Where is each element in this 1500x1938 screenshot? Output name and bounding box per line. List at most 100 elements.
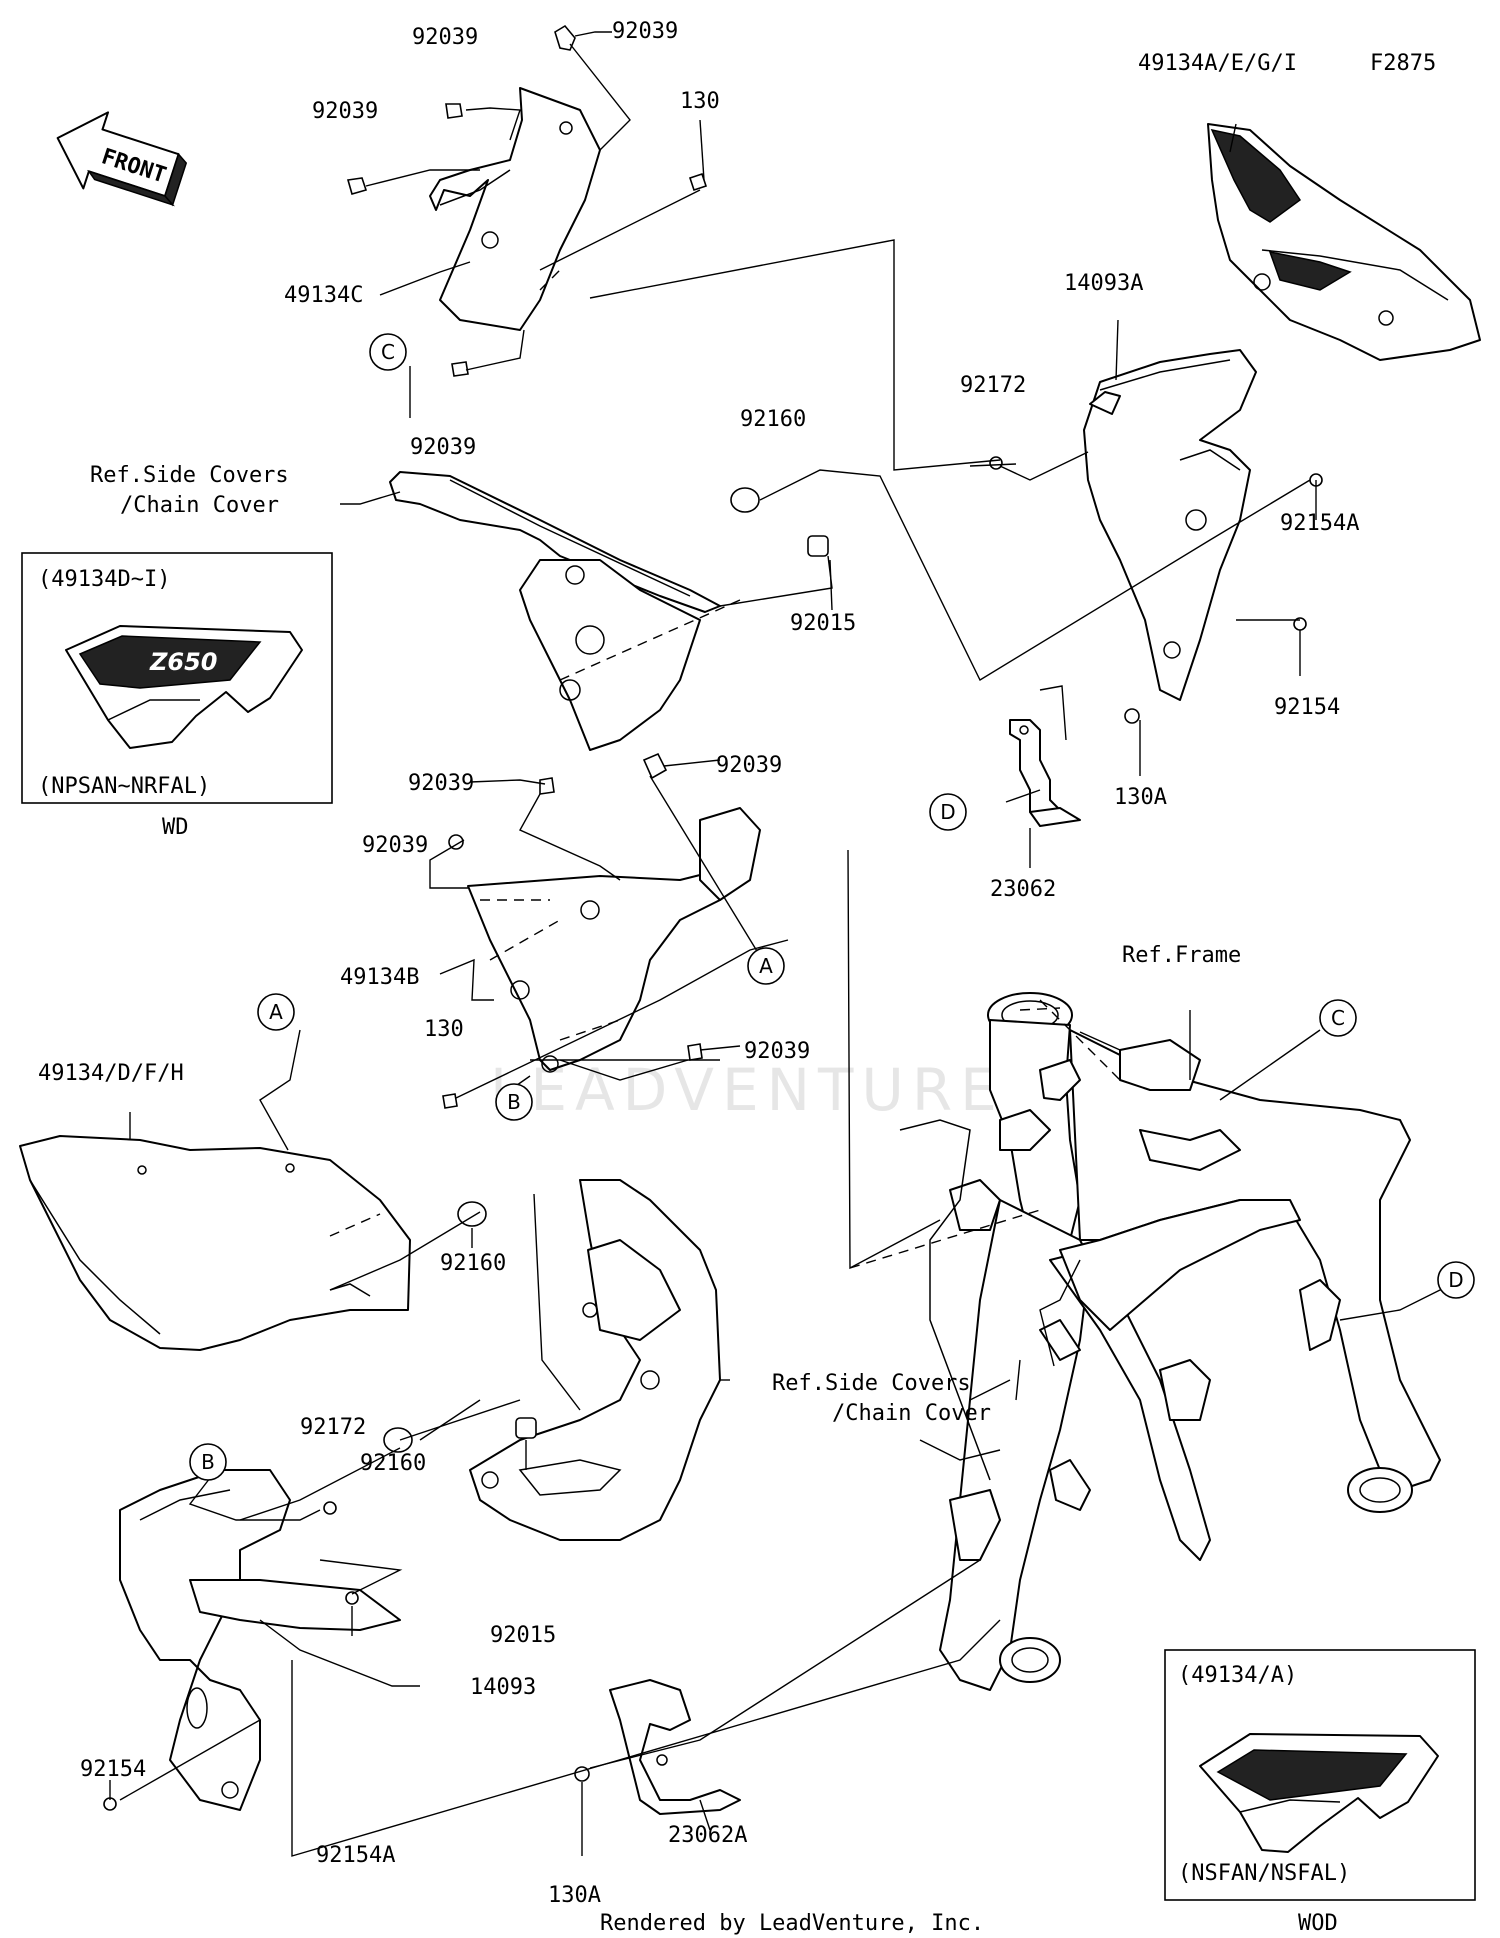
grommet-92160-icon [383, 1427, 413, 1453]
part-label: 92160 [740, 407, 806, 432]
part-label: 49134C [284, 283, 363, 308]
callout-d-frame: D [1437, 1261, 1475, 1299]
part-label: 92160 [360, 1451, 426, 1476]
svg-text:A: A [759, 954, 773, 978]
lower-cover-bracket-icon [469, 1179, 721, 1541]
svg-text:A: A [269, 1000, 283, 1024]
part-label: 49134A/E/G/I [1138, 51, 1297, 76]
part-label: 130A [548, 1883, 601, 1908]
part-label: 130 [424, 1017, 464, 1042]
inset-wd-range: (49134D~I) [38, 567, 170, 592]
bolt-130-icon [442, 1093, 458, 1109]
inner-cover-upper-icon [429, 87, 601, 331]
part-label: 92039 [412, 25, 478, 50]
part-label: 23062A [668, 1823, 747, 1848]
callout-c-frame: C [1319, 999, 1357, 1037]
part-label: 92154A [316, 1843, 395, 1868]
part-label: 130 [680, 89, 720, 114]
ref-side-covers-mid-line2: /Chain Cover [832, 1401, 991, 1426]
clip-92039-icon [346, 177, 368, 195]
collar-92015-icon [515, 1417, 537, 1439]
part-label: 92160 [440, 1251, 506, 1276]
part-label: 92039 [410, 435, 476, 460]
svg-text:D: D [1448, 1268, 1463, 1292]
callout-a-shroud: A [257, 993, 295, 1031]
svg-text:B: B [201, 1450, 215, 1474]
svg-text:D: D [940, 800, 955, 824]
collar-92015-icon [807, 535, 829, 557]
part-label: 23062 [990, 877, 1056, 902]
meter-bracket-icon [1083, 349, 1257, 701]
clip-92039-icon [451, 361, 469, 377]
ref-side-covers-mid-line1: Ref.Side Covers [772, 1371, 971, 1396]
callout-b-middle: B [495, 1083, 533, 1121]
part-label: 92154 [80, 1757, 146, 1782]
svg-text:C: C [1331, 1006, 1345, 1030]
part-label: 92039 [312, 99, 378, 124]
part-label: 92172 [300, 1415, 366, 1440]
ref-side-covers-top-line2: /Chain Cover [120, 493, 279, 518]
part-label: 14093A [1064, 271, 1143, 296]
frame-icon [899, 992, 1441, 1691]
part-label: 49134/D/F/H [38, 1061, 184, 1086]
part-label: 92039 [408, 771, 474, 796]
grommet-92160-icon [730, 487, 760, 513]
ref-frame-label: Ref.Frame [1122, 943, 1241, 968]
inset-wd: (49134D~I) Z650 (NPSAN~NRFAL) WD [21, 552, 333, 840]
svg-text:B: B [507, 1090, 521, 1114]
dashed-assembly-lines [329, 999, 1121, 1269]
watermark-text: LEADVENTURE [490, 1056, 1005, 1124]
part-labels: 92039 92039 92039 92039 130 49134C 49134… [38, 19, 1436, 1908]
inner-panel-middle-icon [467, 807, 761, 1073]
bracket-23062a-icon [609, 1679, 741, 1815]
screw-92172-icon [989, 456, 1003, 470]
headlight-cowl-icon [1207, 123, 1481, 361]
inset-wod-models: (NSFAN/NSFAL) [1178, 1861, 1350, 1886]
part-label: 92015 [790, 611, 856, 636]
inset-wd-emblem: Z650 [149, 648, 218, 676]
lower-front-cover-icon [119, 1469, 401, 1811]
footer-credit: Rendered by LeadVenture, Inc. [600, 1911, 984, 1936]
part-label: 92172 [960, 373, 1026, 398]
callout-a-middle: A [747, 947, 785, 985]
inset-wod: (49134/A) (NSFAN/NSFAL) WOD [1164, 1649, 1476, 1936]
bolt-130-icon [688, 172, 708, 192]
clip-92039-icon [687, 1043, 703, 1061]
clip-92039-icon [445, 103, 463, 119]
ref-side-covers-top-line1: Ref.Side Covers [90, 463, 289, 488]
grommet-92160-icon [457, 1201, 487, 1227]
bolt-130a-icon [1124, 708, 1140, 724]
clip-92039-icon [539, 777, 555, 795]
part-label: 92015 [490, 1623, 556, 1648]
inset-wod-caption: WOD [1298, 1911, 1338, 1936]
leader-lines [109, 31, 1449, 1857]
part-label: 130A [1114, 785, 1167, 810]
clip-92039-icon [642, 752, 668, 780]
callout-c-upper: C [369, 333, 407, 371]
front-arrow: FRONT [56, 111, 188, 207]
part-label: 92039 [744, 1039, 810, 1064]
screw-92172-icon [323, 1501, 337, 1515]
clip-92039-icon [448, 834, 464, 850]
bracket-23062-icon [1009, 719, 1081, 827]
part-label: 92039 [716, 753, 782, 778]
part-label: 14093 [470, 1675, 536, 1700]
inset-wod-range: (49134/A) [1178, 1663, 1297, 1688]
part-label: 92154A [1280, 511, 1359, 536]
callout-d-bracket: D [929, 793, 967, 831]
part-label: 92039 [612, 19, 678, 44]
part-label: 92039 [362, 833, 428, 858]
side-shroud-icon [19, 1135, 411, 1351]
part-label: 92154 [1274, 695, 1340, 720]
part-label: 49134B [340, 965, 419, 990]
inset-wd-caption: WD [162, 815, 189, 840]
fasteners [103, 24, 1323, 1811]
diagram-code: F2875 [1370, 51, 1436, 76]
svg-text:C: C [381, 340, 395, 364]
bolt-92154a-icon [345, 1591, 359, 1605]
callout-b-lower: B [189, 1443, 227, 1481]
inset-wd-models: (NPSAN~NRFAL) [38, 774, 210, 799]
upper-side-trim-icon [389, 471, 741, 751]
